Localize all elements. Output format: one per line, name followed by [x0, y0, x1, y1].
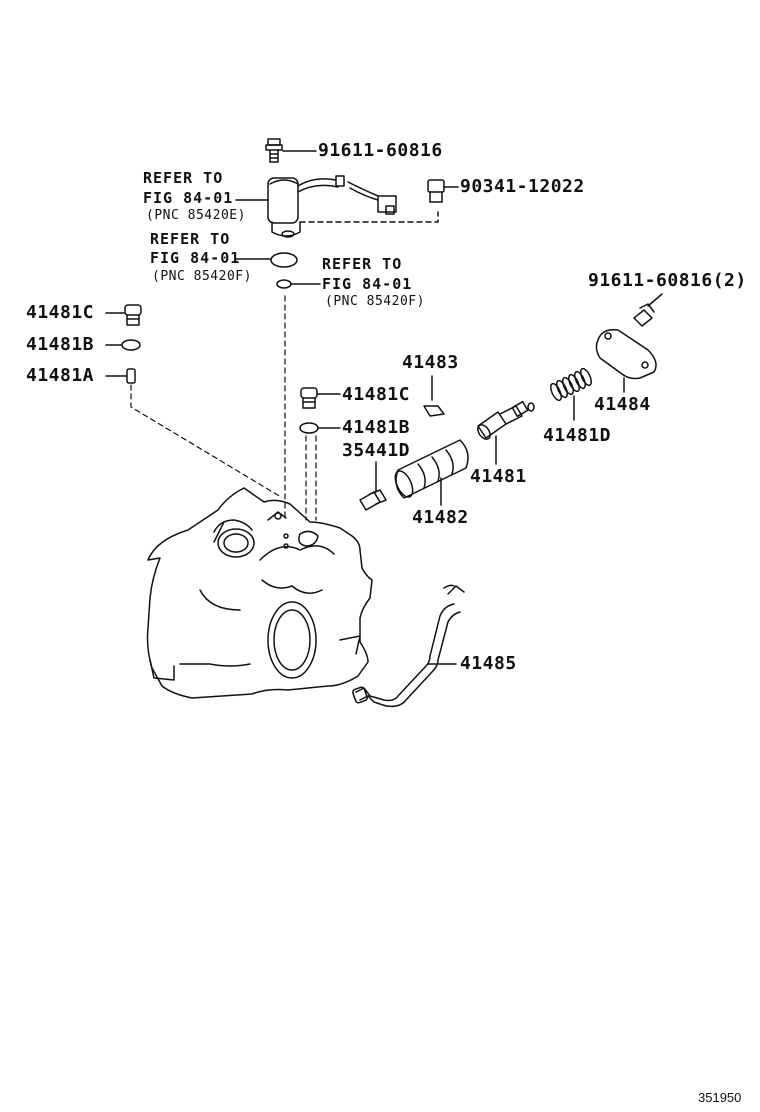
refer-note-1-line-1: REFER TO	[143, 169, 224, 187]
refer-note-2-line-1: REFER TO	[150, 230, 231, 248]
cover-41484-icon	[595, 328, 657, 393]
refer-note-3-line-3: (PNC 85420F)	[325, 294, 425, 309]
clip-41483-icon	[423, 375, 445, 417]
label-41481b-mid: 41481B	[342, 417, 411, 438]
label-41481b-left: 41481B	[26, 334, 95, 355]
o-ring-small-icon	[276, 279, 292, 289]
refer-note-3-line-2: FIG 84-01	[322, 275, 413, 293]
refer-note-2-line-3: (PNC 85420F)	[152, 269, 252, 284]
label-41483: 41483	[402, 352, 459, 373]
label-41481c-mid: 41481C	[342, 384, 411, 405]
bolt-91611-top-icon	[265, 138, 317, 163]
label-41481d: 41481D	[543, 425, 612, 446]
label-41481c-left: 41481C	[26, 302, 95, 323]
solenoid-sensor-icon	[267, 175, 439, 238]
bolt-35441d-icon	[359, 461, 387, 511]
refer-note-3-line-1: REFER TO	[322, 255, 403, 273]
label-41481a-left: 41481A	[26, 365, 95, 386]
plug-90341-icon	[427, 179, 459, 203]
figure-number: 351950	[698, 1090, 742, 1105]
pin-41481a-left-icon	[105, 368, 136, 384]
o-ring-41481b-left-icon	[105, 339, 141, 351]
sleeve-41482-icon	[394, 439, 469, 506]
refer-note-1-line-2: FIG 84-01	[143, 189, 234, 207]
transmission-case-icon	[146, 487, 373, 699]
label-41482: 41482	[412, 507, 469, 528]
plug-41481c-mid-icon	[300, 387, 341, 409]
label-41481: 41481	[470, 466, 527, 487]
o-ring-large-icon	[270, 252, 298, 268]
label-35441d: 35441D	[342, 440, 411, 461]
label-41485: 41485	[460, 653, 517, 674]
valve-41481-icon	[477, 400, 529, 465]
bolt-91611-2-icon	[633, 293, 663, 327]
pipe-41485-icon	[352, 584, 465, 708]
label-91611-60816-2: 91611-60816(2)	[588, 270, 747, 291]
label-90341-12022: 90341-12022	[460, 176, 585, 197]
refer-note-1-line-3: (PNC 85420E)	[146, 208, 246, 223]
plug-41481c-left-icon	[105, 304, 142, 326]
label-41484: 41484	[594, 394, 651, 415]
label-91611-60816-top: 91611-60816	[318, 140, 443, 161]
refer-note-2-line-2: FIG 84-01	[150, 249, 241, 267]
spring-41481d-icon	[527, 367, 593, 421]
o-ring-41481b-mid-icon	[299, 422, 341, 434]
